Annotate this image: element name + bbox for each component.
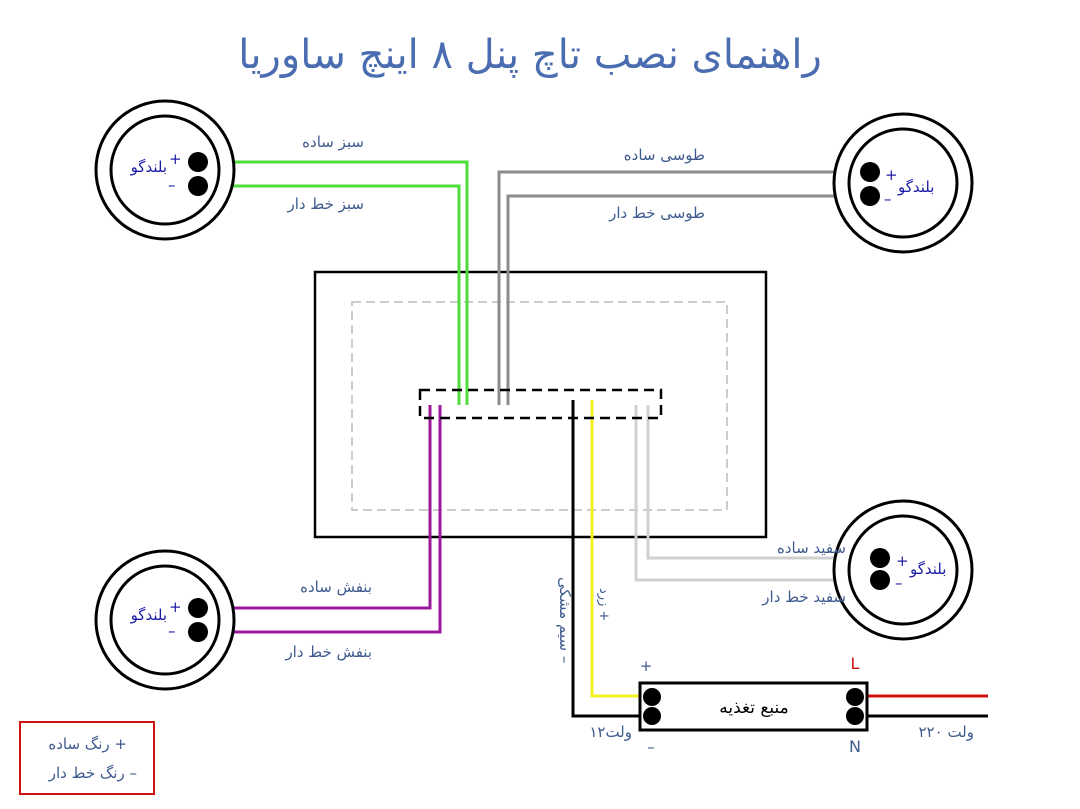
green-plain-label: سبز ساده [302, 133, 364, 151]
legend: رنگ ساده + رنگ خط دار – [19, 721, 155, 795]
white-plain-label: سفید ساده [777, 539, 846, 557]
dc-plus-label: + [640, 657, 653, 675]
speaker-top-right: بلندگو + – [832, 112, 974, 254]
touch-panel [313, 270, 768, 539]
black-wire [571, 400, 652, 718]
gray-plain-label: طوسی ساده [624, 146, 705, 164]
minus-sign: – [895, 574, 903, 592]
green-striped-label: سبز خط دار [286, 195, 364, 213]
panel-screen-area [351, 301, 728, 511]
speaker-label: بلندگو [130, 606, 167, 624]
yellow-wire [590, 400, 652, 698]
minus-sign: – [168, 176, 176, 194]
power-supply: منبع تغذیه [638, 681, 869, 732]
speaker-bottom-left: بلندگو + – [94, 549, 236, 691]
ac-voltage-label: ۲۲۰ ولت [919, 723, 975, 741]
plus-sign: + [169, 150, 182, 168]
purple-plain-wire [198, 405, 432, 610]
yellow-wire-label: زرد + [596, 588, 611, 621]
plus-sign: + [169, 598, 182, 616]
gray-striped-label: طوسی خط دار [608, 204, 705, 222]
live-label: L [851, 654, 860, 673]
green-plain-wire [198, 160, 469, 405]
black-wire-label: سیم مشکی – [556, 577, 574, 663]
dc-voltage-label: ۱۲ولت [589, 723, 632, 741]
white-plain-wire [646, 405, 880, 560]
plus-sign: + [885, 166, 898, 184]
purple-striped-label: بنفش خط دار [284, 643, 372, 661]
speaker-label: بلندگو [130, 158, 167, 176]
white-striped-label: سفید خط دار [761, 588, 846, 606]
speaker-label: بلندگو [909, 560, 946, 578]
dc-minus-label: – [647, 738, 655, 756]
minus-sign: – [168, 622, 176, 640]
legend-plain: رنگ ساده + [48, 735, 127, 753]
minus-sign: – [884, 190, 892, 208]
legend-striped: رنگ خط دار – [48, 764, 137, 782]
neutral-label: N [849, 737, 861, 756]
gray-plain-wire [497, 170, 870, 405]
power-supply-label: منبع تغذیه [719, 698, 789, 718]
speaker-top-left: بلندگو + – [94, 99, 236, 241]
speaker-label: بلندگو [897, 178, 934, 196]
gray-striped-wire [506, 194, 870, 405]
plus-sign: + [896, 552, 909, 570]
panel-connector [418, 388, 663, 420]
speaker-bottom-right: بلندگو + – [832, 499, 974, 641]
white-striped-wire [634, 405, 880, 582]
purple-striped-wire [198, 405, 442, 634]
diagram-title: راهنمای نصب تاچ پنل ۸ اینچ ساوریا [238, 32, 822, 78]
green-striped-wire [198, 184, 461, 405]
purple-plain-label: بنفش ساده [300, 578, 372, 596]
